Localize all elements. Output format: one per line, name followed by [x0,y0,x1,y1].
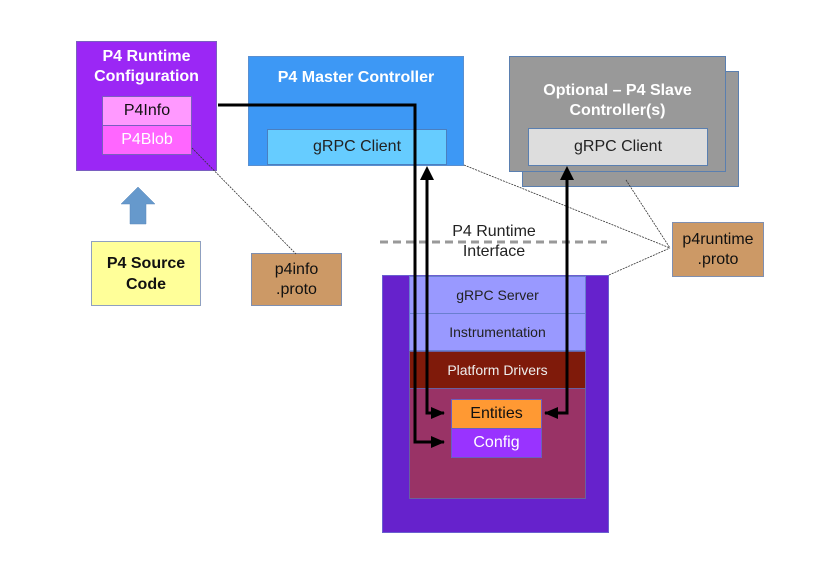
runtime-config-title: P4 Runtime Configuration [77,44,216,90]
compile-up-arrow-icon [120,186,156,225]
entities-label: Entities [470,405,523,422]
instrumentation-label: Instrumentation [449,324,546,340]
interface-line2: Interface [462,243,526,260]
config-box: Config [451,428,542,458]
master-grpc-client-box: gRPC Client [267,129,447,165]
master-client-entities-arrow [425,170,445,419]
slave-client-arrowhead-icon [560,166,574,180]
p4info-to-config-arrow [218,103,445,448]
p4-source-code-note: P4 Source Code [91,241,201,306]
slave-controller-title: Optional – P4 Slave Controller(s) [510,79,725,123]
p4blob-box: P4Blob [102,125,192,155]
p4info-proto-line1: p4info [274,260,319,278]
device-to-p4runtime-proto-line [608,247,671,276]
grpc-server-layer: gRPC Server [409,276,586,314]
p4blob-label: P4Blob [121,131,173,148]
interface-line1: P4 Runtime [452,223,536,240]
master-grpc-client-label: gRPC Client [312,138,402,155]
p4runtime-proto-line1: p4runtime [682,230,754,248]
platform-drivers-label: Platform Drivers [447,362,548,378]
p4runtime-proto-note: p4runtime .proto [672,222,764,277]
slave-to-p4runtime-proto-line [625,179,671,249]
p4runtime-proto-line2: .proto [697,250,739,268]
p4blob-to-p4info-proto-line [191,147,297,255]
slave-client-entities-arrow [544,170,569,419]
master-client-arrowhead-icon [420,166,434,180]
p4info-label: P4Info [123,102,171,119]
master-controller-title: P4 Master Controller [277,69,435,86]
p4-runtime-interface-label: P4 Runtime Interface [424,221,564,263]
p4-runtime-configuration-box: P4 Runtime Configuration P4Info P4Blob [76,41,217,171]
config-label: Config [473,434,520,451]
slave-title-line1: Optional – P4 Slave [543,82,692,99]
runtime-config-title-line2: Configuration [94,68,199,85]
optional-slave-controller-box: Optional – P4 Slave Controller(s) gRPC C… [509,56,726,172]
platform-drivers-layer: Platform Drivers [409,351,586,389]
p4info-box: P4Info [102,96,192,126]
slave-grpc-client-box: gRPC Client [528,128,708,166]
p4info-proto-line2: .proto [276,280,317,298]
runtime-config-title-line1: P4 Runtime [102,48,191,65]
p4-master-controller-box: P4 Master Controller gRPC Client [248,56,464,166]
p4info-proto-note: p4info .proto [251,253,342,306]
instrumentation-layer: Instrumentation [409,313,586,351]
grpc-server-label: gRPC Server [456,287,539,303]
source-code-line2: Code [126,275,166,293]
slave-title-line2: Controller(s) [569,102,666,119]
source-code-line1: P4 Source [106,254,186,272]
slave-grpc-client-label: gRPC Client [573,138,663,155]
